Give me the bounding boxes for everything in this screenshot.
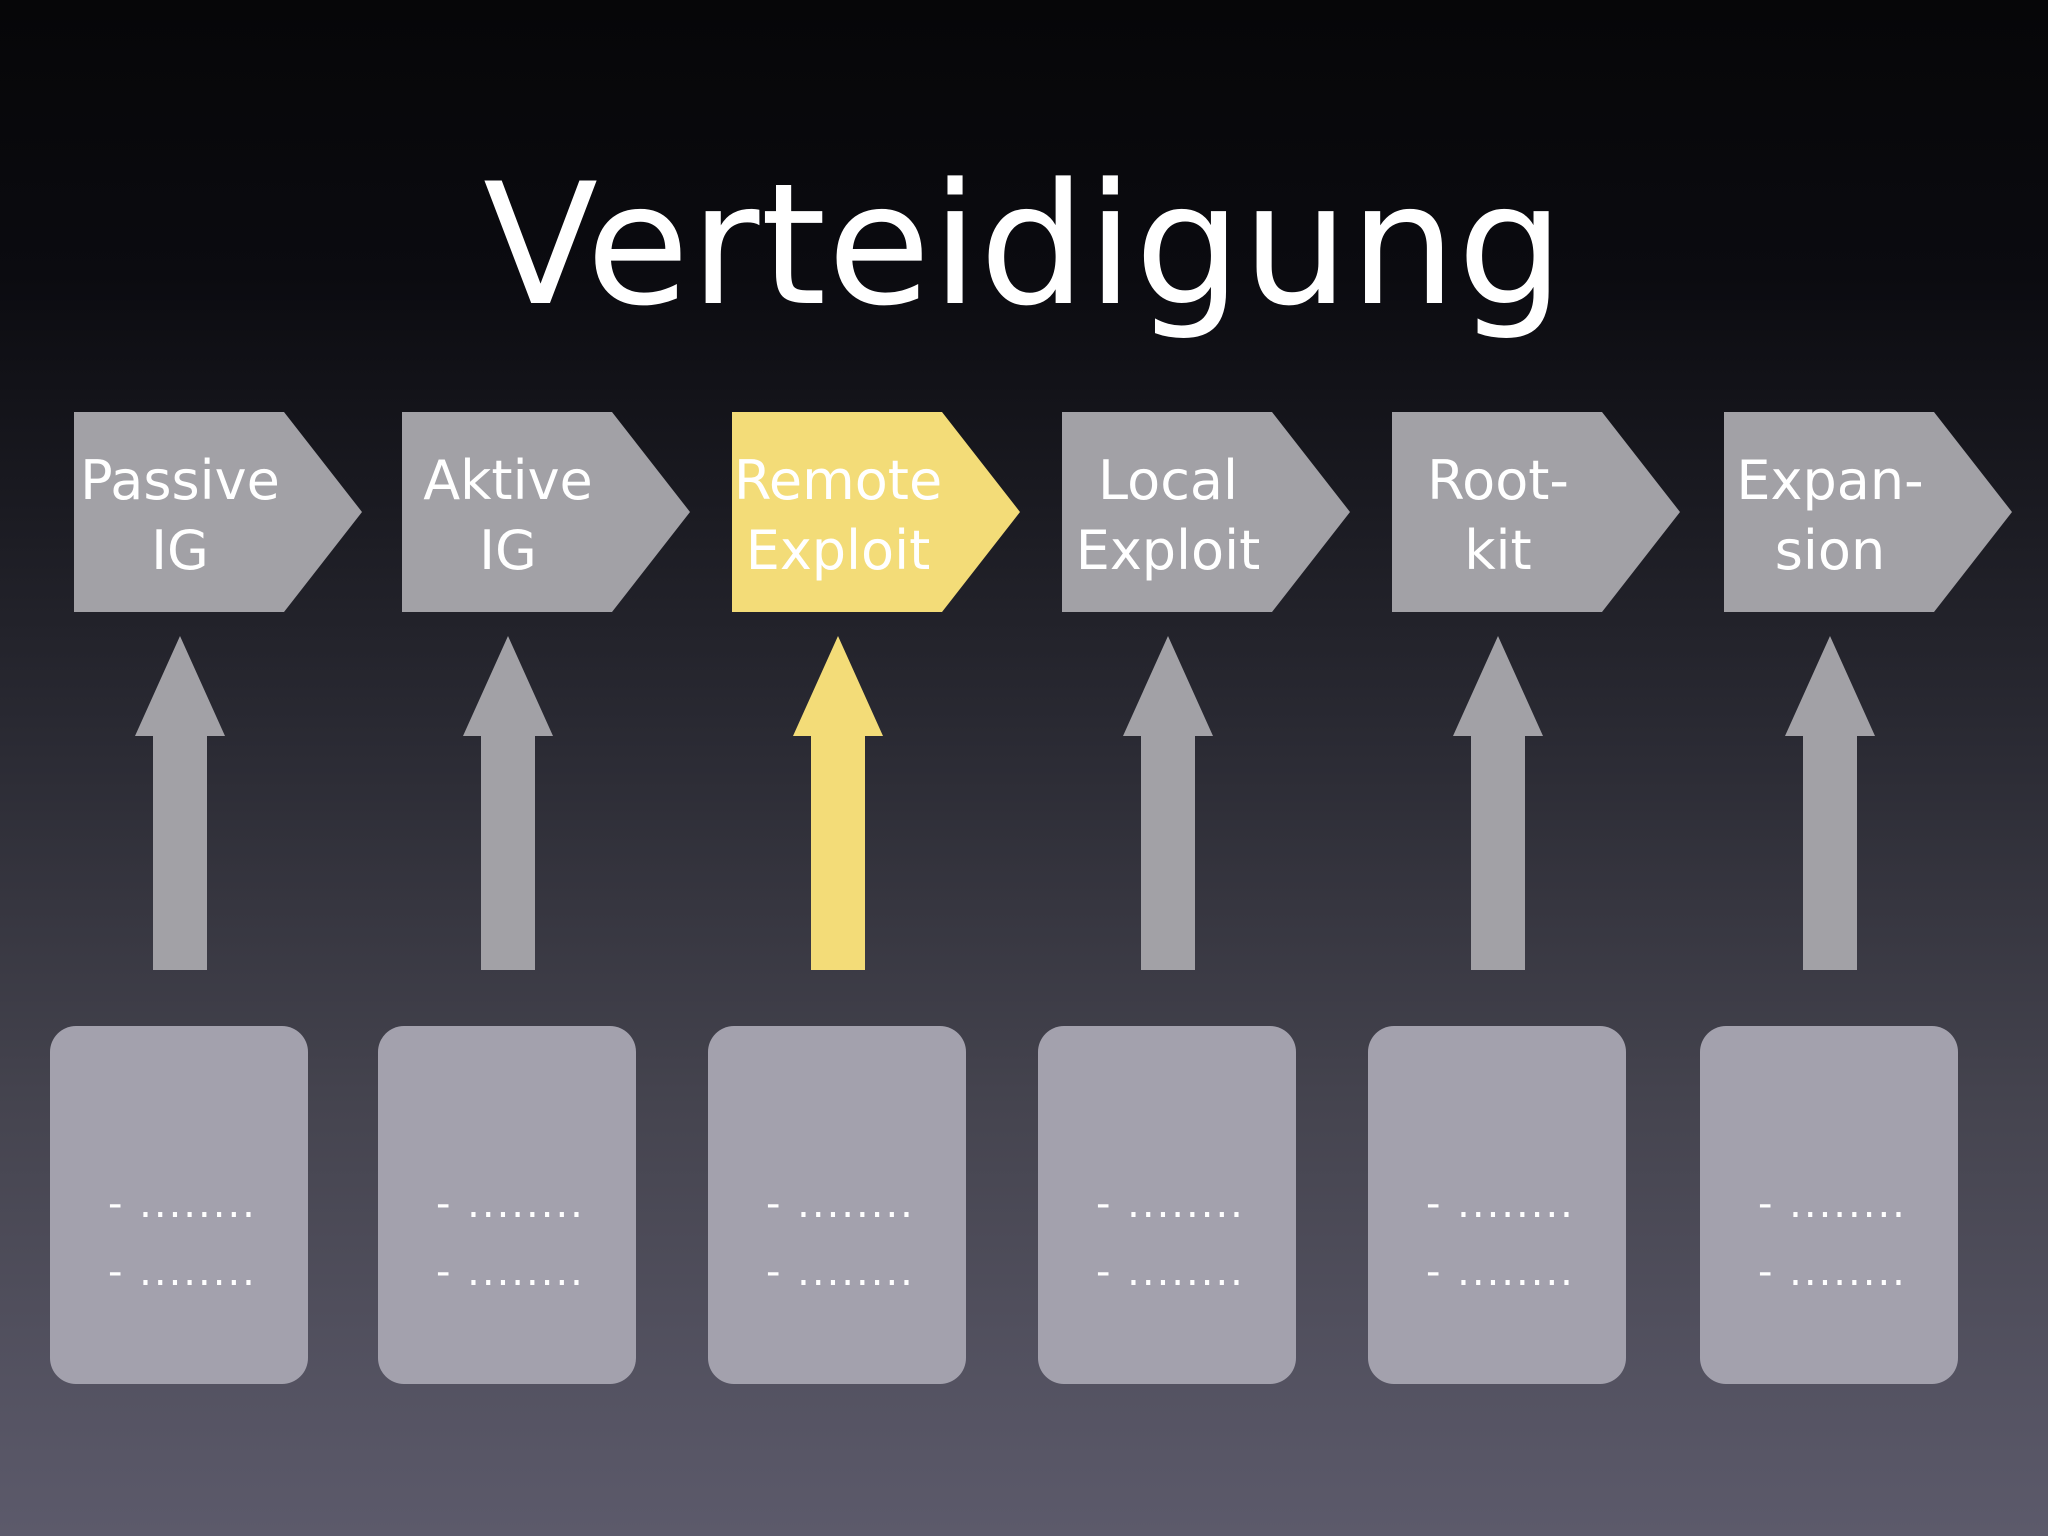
detail-card: - ........ - ........	[1368, 1026, 1626, 1384]
step-label-line1: Local	[1098, 449, 1238, 512]
step-label: Expan- sion	[1724, 446, 1936, 586]
chevron-arrow-icon	[1062, 412, 1350, 612]
step-label-line2: kit	[1464, 519, 1532, 582]
step-rootkit: Root- kit	[1392, 412, 1680, 612]
card-item: - ........	[1426, 1249, 1575, 1295]
step-label-line1: Passive	[80, 449, 280, 512]
chevron-arrow-icon	[1724, 412, 2012, 612]
step-label: Root- kit	[1392, 446, 1604, 586]
detail-card: - ........ - ........	[1038, 1026, 1296, 1384]
card-item: - ........	[1096, 1249, 1245, 1295]
detail-card: - ........ - ........	[50, 1026, 308, 1384]
detail-card: - ........ - ........	[708, 1026, 966, 1384]
step-label: Passive IG	[74, 446, 286, 586]
step-remote-exploit: Remote Exploit	[732, 412, 1020, 612]
step-label-line2: sion	[1774, 519, 1886, 582]
step-label-line2: IG	[151, 519, 209, 582]
card-item: - ........	[108, 1249, 257, 1295]
chevron-arrow-icon	[402, 412, 690, 612]
card-item: - ........	[766, 1181, 915, 1227]
step-label-line2: Exploit	[745, 519, 931, 582]
step-label-line2: IG	[479, 519, 537, 582]
up-arrow-icon	[463, 636, 553, 970]
card-item: - ........	[436, 1181, 585, 1227]
detail-card: - ........ - ........	[1700, 1026, 1958, 1384]
card-item: - ........	[1758, 1181, 1907, 1227]
step-label: Aktive IG	[402, 446, 614, 586]
card-item: - ........	[436, 1249, 585, 1295]
step-label-line1: Expan-	[1736, 449, 1924, 512]
card-item: - ........	[766, 1249, 915, 1295]
chevron-arrow-icon	[74, 412, 362, 612]
detail-card: - ........ - ........	[378, 1026, 636, 1384]
card-item: - ........	[1758, 1249, 1907, 1295]
up-arrow-icon	[793, 636, 883, 970]
chevron-arrow-icon	[1392, 412, 1680, 612]
chevron-arrow-icon	[732, 412, 1020, 612]
step-label: Local Exploit	[1062, 446, 1274, 586]
up-arrow-icon	[1123, 636, 1213, 970]
card-item: - ........	[1096, 1181, 1245, 1227]
card-item: - ........	[108, 1181, 257, 1227]
step-passive-ig: Passive IG	[74, 412, 362, 612]
up-arrow-icon	[135, 636, 225, 970]
card-item: - ........	[1426, 1181, 1575, 1227]
up-arrow-icon	[1785, 636, 1875, 970]
up-arrow-icon	[1453, 636, 1543, 970]
step-label-line1: Remote	[733, 449, 943, 512]
step-label-line1: Root-	[1427, 449, 1569, 512]
step-label-line1: Aktive	[423, 449, 593, 512]
step-label: Remote Exploit	[732, 446, 944, 586]
step-expansion: Expan- sion	[1724, 412, 2012, 612]
step-label-line2: Exploit	[1075, 519, 1261, 582]
slide-title: Verteidigung	[483, 147, 1565, 343]
step-local-exploit: Local Exploit	[1062, 412, 1350, 612]
step-aktive-ig: Aktive IG	[402, 412, 690, 612]
